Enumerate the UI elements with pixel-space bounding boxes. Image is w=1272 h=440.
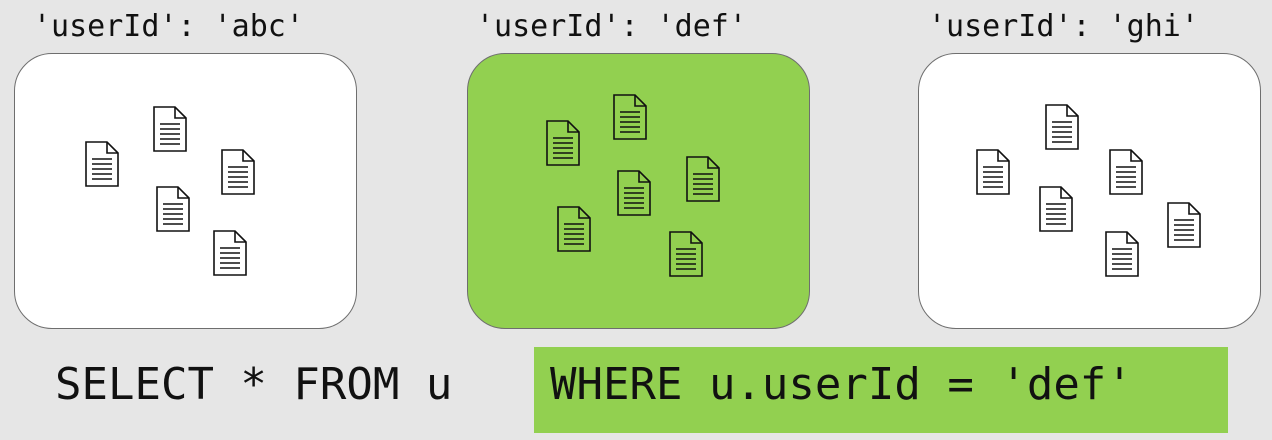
document-icon bbox=[686, 156, 720, 202]
partition-ghi bbox=[918, 53, 1261, 329]
partition-def bbox=[467, 53, 810, 329]
document-icon bbox=[1109, 149, 1143, 195]
document-icon bbox=[1039, 186, 1073, 232]
document-icon bbox=[1167, 202, 1201, 248]
document-icon bbox=[546, 120, 580, 166]
query-select-clause: SELECT * FROM u bbox=[55, 359, 453, 410]
document-icon bbox=[213, 230, 247, 276]
partition-key-label-def: 'userId': 'def' bbox=[476, 9, 747, 44]
document-icon bbox=[1045, 104, 1079, 150]
document-icon bbox=[669, 231, 703, 277]
partition-key-label-ghi: 'userId': 'ghi' bbox=[928, 9, 1199, 44]
document-icon bbox=[85, 141, 119, 187]
document-icon bbox=[557, 206, 591, 252]
document-icon bbox=[617, 170, 651, 216]
document-icon bbox=[613, 94, 647, 140]
document-icon bbox=[221, 149, 255, 195]
document-icon bbox=[976, 149, 1010, 195]
query-where-clause: WHERE u.userId = 'def' bbox=[550, 359, 1133, 410]
document-icon bbox=[156, 186, 190, 232]
document-icon bbox=[153, 106, 187, 152]
document-icon bbox=[1105, 231, 1139, 277]
query-filter-highlight bbox=[534, 347, 1228, 433]
partition-abc bbox=[14, 53, 357, 329]
partition-key-label-abc: 'userId': 'abc' bbox=[33, 9, 304, 44]
